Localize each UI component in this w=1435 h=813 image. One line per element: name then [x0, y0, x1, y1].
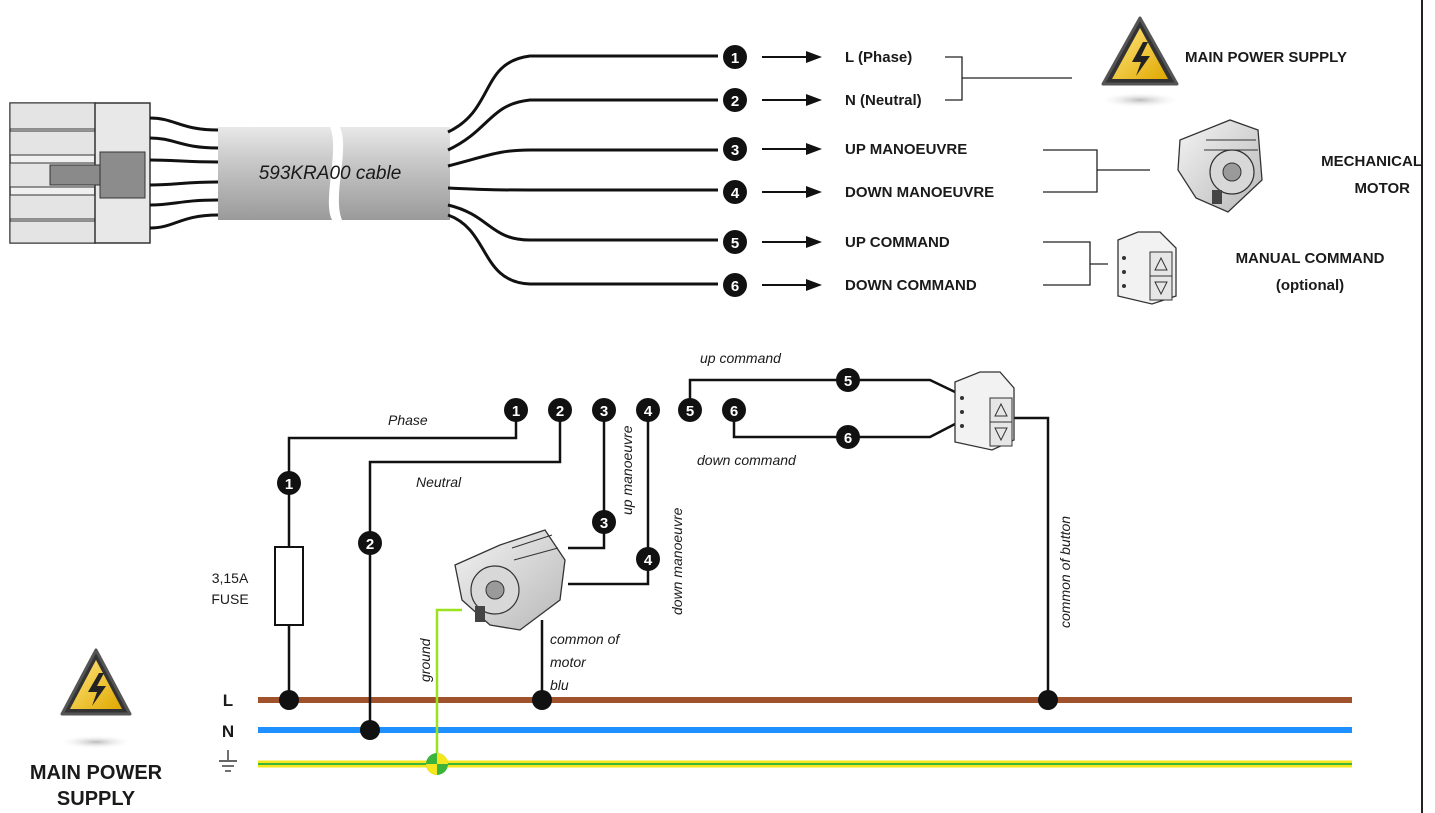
earth-junction [426, 753, 448, 775]
schematic-badge: 3 [592, 398, 616, 422]
schematic-switch-icon [954, 371, 1015, 451]
badge-number: 4 [644, 552, 653, 569]
bus-label-live: L [223, 691, 233, 710]
command-group-label-line2: (optional) [1276, 277, 1344, 294]
wire-badge [723, 180, 747, 204]
wire-row-4: 4 DOWN MANOEUVRE [723, 180, 994, 204]
wire-number: 4 [731, 185, 740, 202]
badge-number: 2 [556, 403, 564, 420]
warning-icon [1098, 16, 1182, 108]
cable-name: 593KRA00 cable [259, 163, 402, 184]
wire-row-6: 6 DOWN COMMAND [723, 273, 977, 297]
schematic-badge: 4 [636, 547, 660, 571]
schematic-badge: 2 [548, 398, 572, 422]
schematic-badge: 6 [836, 425, 860, 449]
cable-fanout-wires [447, 54, 718, 286]
badge-number: 5 [844, 373, 852, 390]
cable-sheath [218, 127, 450, 220]
neutral-label: Neutral [416, 474, 462, 490]
wire-row-3: 3 UP MANOEUVRE [723, 137, 967, 161]
wire-number: 2 [731, 93, 739, 110]
wire-number: 1 [731, 50, 739, 67]
fuse [274, 546, 304, 626]
wire-row-5: 5 UP COMMAND [723, 230, 950, 254]
wire-badge [723, 137, 747, 161]
schematic-badge: 1 [277, 471, 301, 495]
arrow-icon [806, 236, 822, 248]
wire-badge [723, 230, 747, 254]
arrow-icon [806, 186, 822, 198]
schematic-badge: 5 [678, 398, 702, 422]
up-command-label: up command [700, 350, 782, 366]
badge-number: 6 [730, 403, 738, 420]
wire-label: N (Neutral) [845, 92, 922, 109]
wire-number: 6 [731, 278, 739, 295]
arrow-icon [806, 94, 822, 106]
up-manoeuvre-label: up manoeuvre [619, 425, 635, 515]
common-motor-label-line3: blu [550, 677, 569, 693]
motor-icon [1177, 119, 1263, 213]
wire-label: L (Phase) [845, 49, 912, 66]
motor-group-label-line1: MECHANICAL [1321, 153, 1422, 170]
badge-number: 4 [644, 403, 653, 420]
ground-icon [219, 750, 237, 772]
common-button-label: common of button [1057, 516, 1073, 628]
badge-number: 6 [844, 430, 852, 447]
wire-number: 3 [731, 142, 739, 159]
schematic-badge: 2 [358, 531, 382, 555]
wire-row-2: 2 N (Neutral) [723, 88, 922, 112]
schematic-wires [287, 378, 1050, 730]
badge-number: 5 [686, 403, 694, 420]
schematic-badge: 4 [636, 398, 660, 422]
badge-number: 2 [366, 536, 374, 553]
warning-icon [58, 648, 134, 749]
schematic-badge: 1 [504, 398, 528, 422]
power-group-label: MAIN POWER SUPPLY [1185, 49, 1347, 66]
connector-wires [149, 116, 219, 230]
wire-badge [723, 88, 747, 112]
badge-number: 1 [285, 476, 293, 493]
fuse-label-line2: FUSE [211, 591, 248, 607]
phase-label: Phase [388, 412, 428, 428]
schematic-badge: 3 [592, 510, 616, 534]
wire-number: 5 [731, 235, 739, 252]
group-brackets [945, 56, 1150, 286]
common-motor-label-line2: motor [550, 654, 587, 670]
arrow-icon [806, 51, 822, 63]
ground-label: ground [417, 637, 433, 682]
common-motor-label-line1: common of [550, 631, 621, 647]
badge-number: 3 [600, 403, 608, 420]
wire-row-1: 1 L (Phase) [723, 45, 912, 69]
ground-wire [435, 608, 462, 764]
wire-badge [723, 45, 747, 69]
schematic-motor-icon [454, 529, 566, 631]
arrow-icon [806, 279, 822, 291]
connector-plug [9, 102, 151, 244]
junction-dots [279, 690, 1058, 740]
down-command-label: down command [697, 452, 797, 468]
motor-group-label-line2: MOTOR [1354, 180, 1410, 197]
wire-label: UP COMMAND [845, 234, 950, 251]
arrow-icon [806, 143, 822, 155]
wire-label: UP MANOEUVRE [845, 141, 967, 158]
wire-label: DOWN COMMAND [845, 277, 977, 294]
fuse-label-line1: 3,15A [212, 570, 249, 586]
supply-label-line1: MAIN POWER [30, 762, 163, 784]
badge-number: 3 [600, 515, 608, 532]
schematic-badge: 5 [836, 368, 860, 392]
wire-label: DOWN MANOEUVRE [845, 184, 994, 201]
supply-label-line2: SUPPLY [57, 788, 136, 810]
wire-badge [723, 273, 747, 297]
down-manoeuvre-label: down manoeuvre [669, 507, 685, 615]
schematic-badge: 6 [722, 398, 746, 422]
command-group-label-line1: MANUAL COMMAND [1236, 250, 1385, 267]
switch-icon [1117, 231, 1177, 305]
bus-label-neutral: N [222, 722, 234, 741]
badge-number: 1 [512, 403, 520, 420]
